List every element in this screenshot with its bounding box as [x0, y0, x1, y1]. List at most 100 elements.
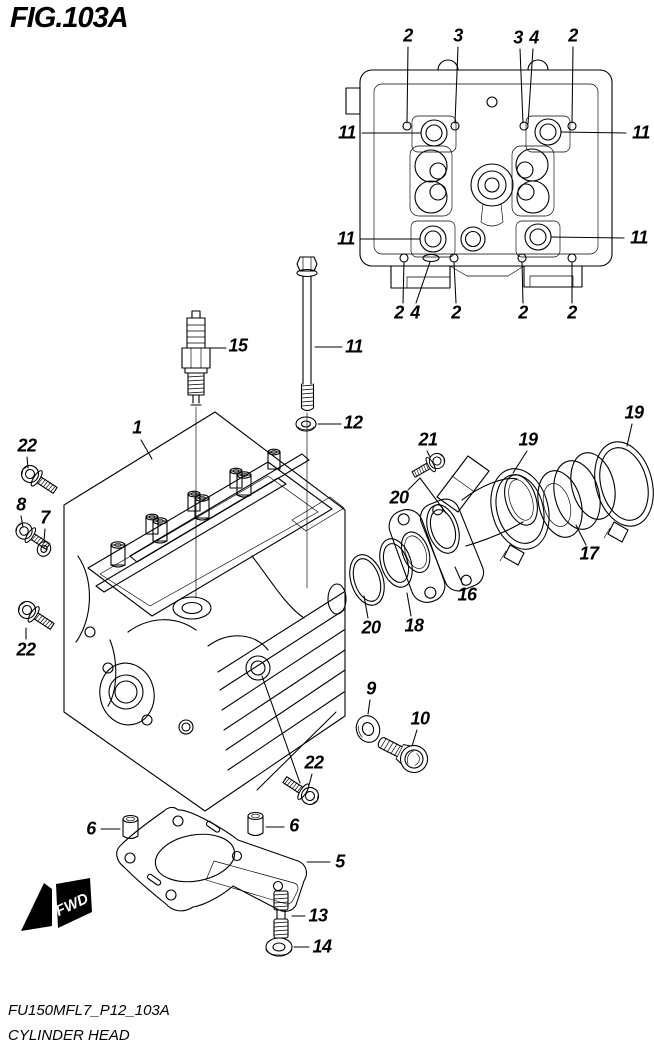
- top-view: [345, 59, 613, 289]
- callout-7: 7: [40, 507, 50, 528]
- gasket-ring-rear: [379, 538, 413, 588]
- callout-19: 19: [624, 402, 644, 423]
- cooling-fins: [217, 591, 346, 771]
- callout-14: 14: [312, 936, 332, 957]
- callout-11: 11: [630, 227, 648, 248]
- callout-2: 2: [403, 25, 413, 46]
- callout-3: 3: [513, 27, 523, 48]
- callout-18: 18: [404, 615, 424, 636]
- callout-20: 20: [361, 617, 381, 638]
- leader-2: [402, 261, 405, 304]
- fwd-arrow-head: [21, 883, 52, 931]
- stud-13: [273, 890, 289, 939]
- plate-18: [388, 509, 446, 603]
- callout-22: 22: [17, 435, 37, 456]
- leader-2: [521, 261, 524, 304]
- leader-22: [26, 456, 29, 469]
- leader-18: [406, 592, 412, 617]
- callout-3: 3: [453, 25, 463, 46]
- callout-4: 4: [410, 302, 420, 323]
- washer-7: [36, 541, 52, 557]
- leader-layer: [20, 46, 633, 948]
- leader-3: [519, 48, 524, 124]
- cap-nut-14: [265, 937, 293, 957]
- leader-2: [453, 261, 457, 304]
- callout-21: 21: [418, 429, 438, 450]
- callout-22: 22: [16, 639, 36, 660]
- leader-22: [308, 773, 313, 786]
- spark-plug-bore: [470, 163, 514, 227]
- bolt-22-left-top: [17, 461, 61, 499]
- figure-code: FU150MFL7_P12_103A: [8, 1002, 170, 1019]
- figure-title: FIG.103A: [10, 2, 129, 34]
- bolt-22-left-bottom: [14, 597, 58, 635]
- cylinder-head: [63, 411, 347, 812]
- leader-20: [407, 477, 447, 514]
- callout-11: 11: [337, 228, 355, 249]
- gasket-5: [116, 806, 307, 912]
- callout-11: 11: [345, 336, 363, 357]
- leader-20: [363, 595, 369, 619]
- figure-footer: FU150MFL7_P12_103A CYLINDER HEAD: [8, 998, 170, 1048]
- valve-towers: [110, 448, 281, 568]
- callout-1: 1: [132, 417, 142, 438]
- dowel-6-right: [247, 811, 264, 837]
- callout-12: 12: [343, 412, 363, 433]
- callout-2: 2: [567, 302, 577, 323]
- leader-4: [527, 48, 534, 125]
- callout-2: 2: [451, 302, 461, 323]
- washer-9: [355, 715, 381, 743]
- valve-bores: [414, 148, 550, 214]
- callout-2: 2: [568, 25, 578, 46]
- cam-journal-holes: [419, 118, 562, 253]
- exhaust-port: [99, 662, 155, 726]
- callout-19: 19: [518, 429, 538, 450]
- clamp-19-right: [594, 441, 654, 543]
- callout-5: 5: [335, 851, 345, 872]
- clamp-19-left: [490, 468, 550, 566]
- callout-6: 6: [86, 818, 96, 839]
- leader-7: [43, 528, 46, 542]
- leader-11: [560, 131, 627, 134]
- leader-17: [575, 524, 587, 546]
- callout-6: 6: [289, 815, 299, 836]
- callout-4: 4: [529, 27, 539, 48]
- leader-19: [512, 450, 528, 474]
- leader-8: [20, 515, 24, 528]
- washer-12: [295, 416, 317, 432]
- spark-plug: [181, 310, 211, 599]
- leader-16: [454, 566, 464, 586]
- leader-10: [411, 729, 418, 747]
- leader-1: [140, 439, 153, 460]
- bolt-10: [377, 737, 429, 774]
- oring-20: [349, 554, 385, 606]
- callout-13: 13: [308, 905, 328, 926]
- leader-9: [367, 699, 371, 715]
- callout-8: 8: [16, 494, 26, 515]
- callout-20: 20: [389, 487, 409, 508]
- leader-2: [571, 46, 574, 124]
- bolt-22-bottom: [279, 771, 323, 809]
- figure-caption: CYLINDER HEAD: [8, 1027, 130, 1044]
- callout-11: 11: [338, 122, 356, 143]
- dowel-6-left: [122, 814, 139, 840]
- leader-2: [406, 46, 409, 124]
- callout-22: 22: [304, 752, 324, 773]
- callout-15: 15: [228, 335, 248, 356]
- leader-19: [626, 423, 633, 447]
- fwd-arrow-body: [56, 878, 92, 928]
- fwd-arrow: FWD: [21, 878, 92, 931]
- leader-21: [426, 450, 431, 458]
- callout-2: 2: [518, 302, 528, 323]
- callout-10: 10: [410, 708, 430, 729]
- leader-4: [415, 261, 431, 304]
- callout-16: 16: [457, 584, 477, 605]
- head-bolt-11: [296, 256, 318, 589]
- leader-3: [454, 46, 459, 124]
- callout-17: 17: [579, 543, 599, 564]
- callout-11: 11: [632, 122, 650, 143]
- callout-9: 9: [366, 678, 376, 699]
- pipe-17: [537, 452, 616, 538]
